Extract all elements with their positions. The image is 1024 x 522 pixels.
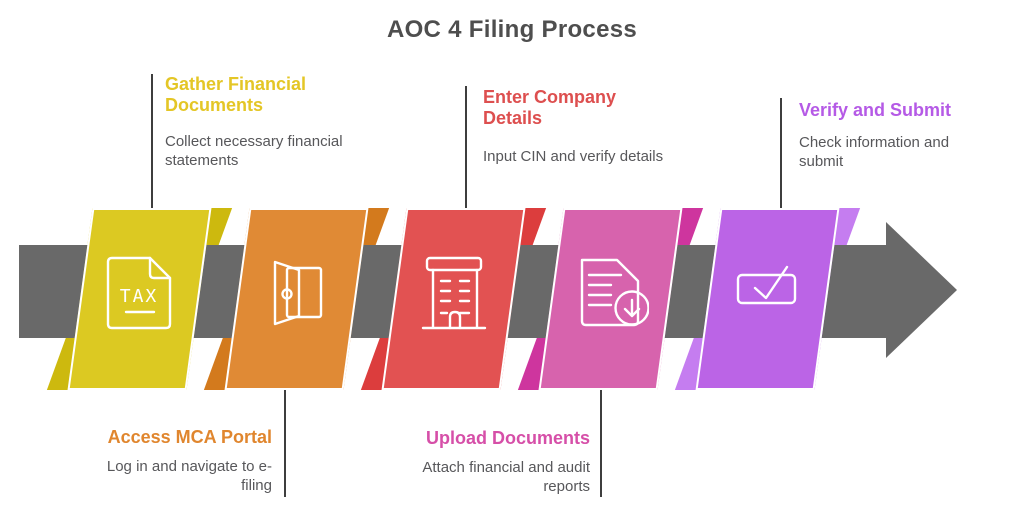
step3-description: Input CIN and verify details bbox=[483, 148, 664, 165]
connector-line-step1 bbox=[151, 74, 153, 208]
step3-label: Enter Company Details Input CIN and veri… bbox=[483, 87, 663, 166]
step4-label: Upload Documents Attach financial and au… bbox=[398, 428, 590, 496]
step2-label: Access MCA Portal Log in and navigate to… bbox=[82, 427, 272, 495]
step5-label: Verify and Submit Check information and … bbox=[799, 100, 969, 171]
connector-line-step5 bbox=[780, 98, 782, 208]
document-download-icon bbox=[573, 255, 649, 331]
step4-description: Attach financial and audit reports bbox=[422, 459, 590, 495]
step4-title: Upload Documents bbox=[425, 428, 590, 448]
step3-title: Enter Company Details bbox=[483, 87, 617, 128]
step5-description: Check information and submit bbox=[799, 134, 950, 170]
office-building-icon bbox=[416, 255, 492, 331]
connector-line-step2 bbox=[284, 390, 286, 497]
connector-line-step3 bbox=[465, 86, 467, 208]
open-door-icon bbox=[259, 255, 335, 331]
step2-title: Access MCA Portal bbox=[107, 427, 272, 447]
step5-title: Verify and Submit bbox=[799, 100, 952, 120]
tax-icon-text: TAX bbox=[120, 286, 159, 307]
step1-description: Collect necessary financial statements bbox=[165, 133, 343, 169]
step1-title: Gather Financial Documents bbox=[165, 74, 307, 115]
connector-line-step4 bbox=[600, 390, 602, 497]
process-arrow-head-icon bbox=[886, 222, 957, 358]
page-title: AOC 4 Filing Process bbox=[386, 16, 638, 43]
check-card-icon bbox=[730, 255, 806, 331]
tax-document-icon: TAX bbox=[102, 255, 178, 331]
step2-description: Log in and navigate to e-filing bbox=[106, 458, 272, 494]
step1-label: Gather Financial Documents Collect neces… bbox=[165, 74, 367, 170]
